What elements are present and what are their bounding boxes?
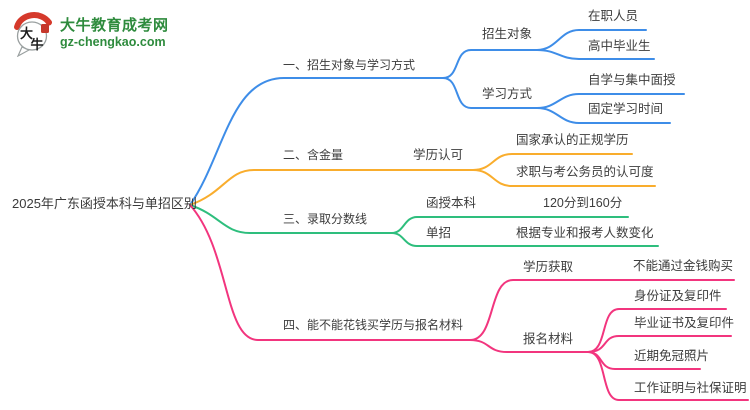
branch4-wires — [189, 204, 749, 401]
leaf-self-study-face-teaching: 自学与集中面授 — [588, 73, 676, 87]
central-topic: 2025年广东函授本科与单招区别 — [12, 196, 197, 211]
branch4-line-main — [189, 204, 471, 341]
leaf-job-civil-service-recognition: 求职与考公务员的认可度 — [516, 165, 654, 179]
branch4-line-id-card — [587, 308, 727, 353]
branch1-line-main — [189, 77, 444, 206]
leaf-recent-photo: 近期免冠照片 — [634, 349, 710, 363]
logo-bubble — [16, 21, 48, 51]
logo-site-domain: gz-chengkao.com — [60, 35, 166, 50]
branch3-line-single-recruitment — [391, 232, 659, 247]
site-logo: 大 牛 大牛教育成考网 gz-chengkao.com — [13, 11, 169, 57]
node-correspondence-bachelor: 函授本科 — [426, 196, 477, 210]
branch4-line-degree-acquisition — [469, 279, 735, 341]
branch1-line-fixed-time — [536, 107, 671, 124]
branch-gold-content-label: 二、含金量 — [283, 148, 344, 162]
logo-char-niu: 牛 — [31, 37, 44, 52]
branch4-line-diploma — [587, 335, 732, 353]
branch3-wires — [189, 204, 659, 247]
branch1-line-employed-workers — [536, 29, 647, 51]
leaf-diploma-copy: 毕业证书及复印件 — [634, 316, 735, 330]
leaf-work-social-security-proof: 工作证明与社保证明 — [634, 381, 747, 395]
node-enrollment-target: 招生对象 — [482, 27, 533, 41]
leaf-employed-workers: 在职人员 — [588, 9, 639, 23]
branch-enrollment-and-study-label: 一、招生对象与学习方式 — [283, 58, 416, 72]
branch1-line-enrollment-target — [442, 49, 538, 79]
branch4-line-work-proof — [587, 351, 749, 401]
branch1-line-high-school-graduates — [536, 49, 655, 60]
node-degree-recognition: 学历认可 — [413, 148, 464, 162]
leaf-varies-by-major-applicants: 根据专业和报考人数变化 — [516, 226, 654, 240]
leaf-score-120-to-160: 120分到160分 — [543, 196, 623, 210]
logo-seal — [41, 24, 49, 33]
branch-admission-score-label: 三、录取分数线 — [283, 212, 368, 226]
branch2-wires — [189, 153, 656, 206]
branch2-line-job-recognition — [472, 169, 656, 187]
node-study-method: 学习方式 — [482, 87, 533, 101]
logo-char-da: 大 — [20, 26, 33, 41]
branch1-line-study-method — [442, 77, 538, 109]
branch-buy-degree-materials-label: 四、能不能花钱买学历与报名材料 — [283, 318, 464, 332]
logo-red-arc — [14, 12, 52, 30]
branch2-line-main — [189, 169, 474, 206]
leaf-cannot-buy-with-money: 不能通过金钱购买 — [633, 259, 734, 273]
logo-site-name: 大牛教育成考网 — [60, 16, 169, 34]
node-degree-acquisition: 学历获取 — [523, 260, 574, 274]
branch4-line-application-materials — [469, 339, 589, 353]
leaf-id-card-copy: 身份证及复印件 — [634, 289, 722, 303]
branch2-line-state-recognized — [472, 153, 633, 171]
branch3-line-main — [189, 204, 393, 234]
node-application-materials: 报名材料 — [523, 332, 574, 346]
leaf-fixed-study-time: 固定学习时间 — [588, 102, 664, 116]
branch1-wires — [189, 29, 685, 206]
leaf-state-recognized-degree: 国家承认的正规学历 — [516, 133, 629, 147]
node-single-recruitment: 单招 — [426, 226, 452, 240]
leaf-high-school-graduates: 高中毕业生 — [588, 39, 651, 53]
daniu-logo-icon: 大 牛 — [14, 12, 52, 57]
logo-text-block: 大牛教育成考网 gz-chengkao.com — [60, 16, 169, 51]
